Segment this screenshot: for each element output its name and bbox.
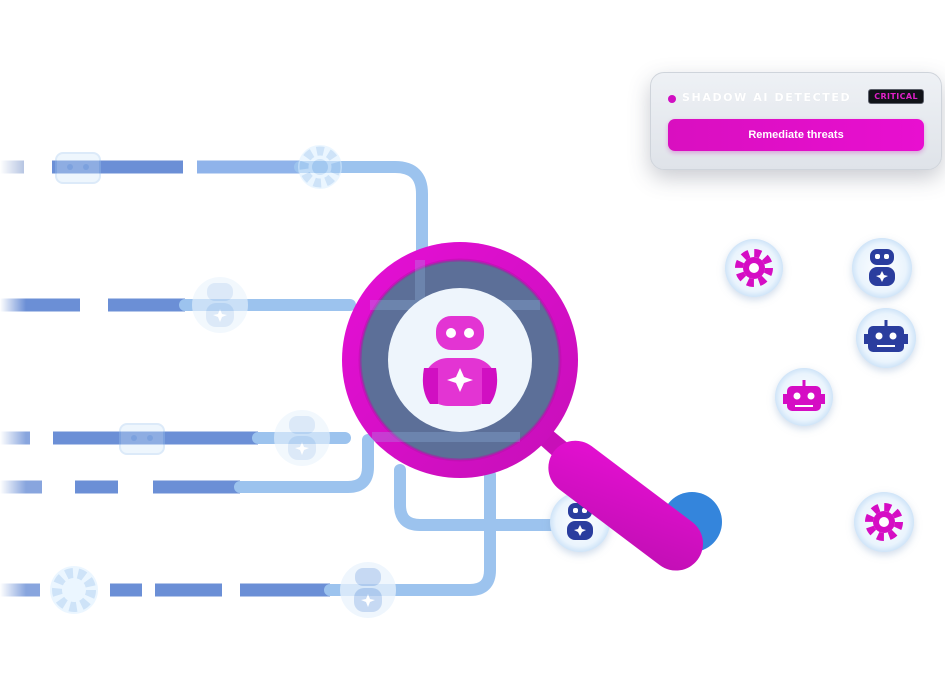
gear-icon: [725, 239, 783, 297]
bot-head-icon: [775, 368, 833, 426]
severity-badge: CRITICAL: [868, 89, 924, 104]
alert-title: SHADOW AI DETECTED: [682, 91, 852, 104]
faded-robot-icon: [274, 410, 330, 466]
bot-head-icon: [856, 308, 916, 368]
shadow-ai-alert-card: SHADOW AI DETECTED CRITICAL Remediate th…: [650, 72, 942, 170]
robot-icon: [422, 316, 498, 406]
faded-robot-icon: [340, 562, 396, 618]
left-fade: [0, 140, 26, 610]
faded-gear-icon: [298, 145, 342, 189]
faded-gear-icon: [50, 566, 98, 614]
remediate-threats-button[interactable]: Remediate threats: [668, 119, 924, 151]
dashed-feed-lines: [0, 160, 330, 597]
faded-bot-head-icon: [119, 423, 165, 455]
gear-icon: [854, 492, 914, 552]
robot-icon: [852, 238, 912, 298]
alert-status-dot: [668, 95, 676, 103]
faded-robot-icon: [192, 277, 248, 333]
faded-bot-head-icon: [55, 152, 101, 184]
